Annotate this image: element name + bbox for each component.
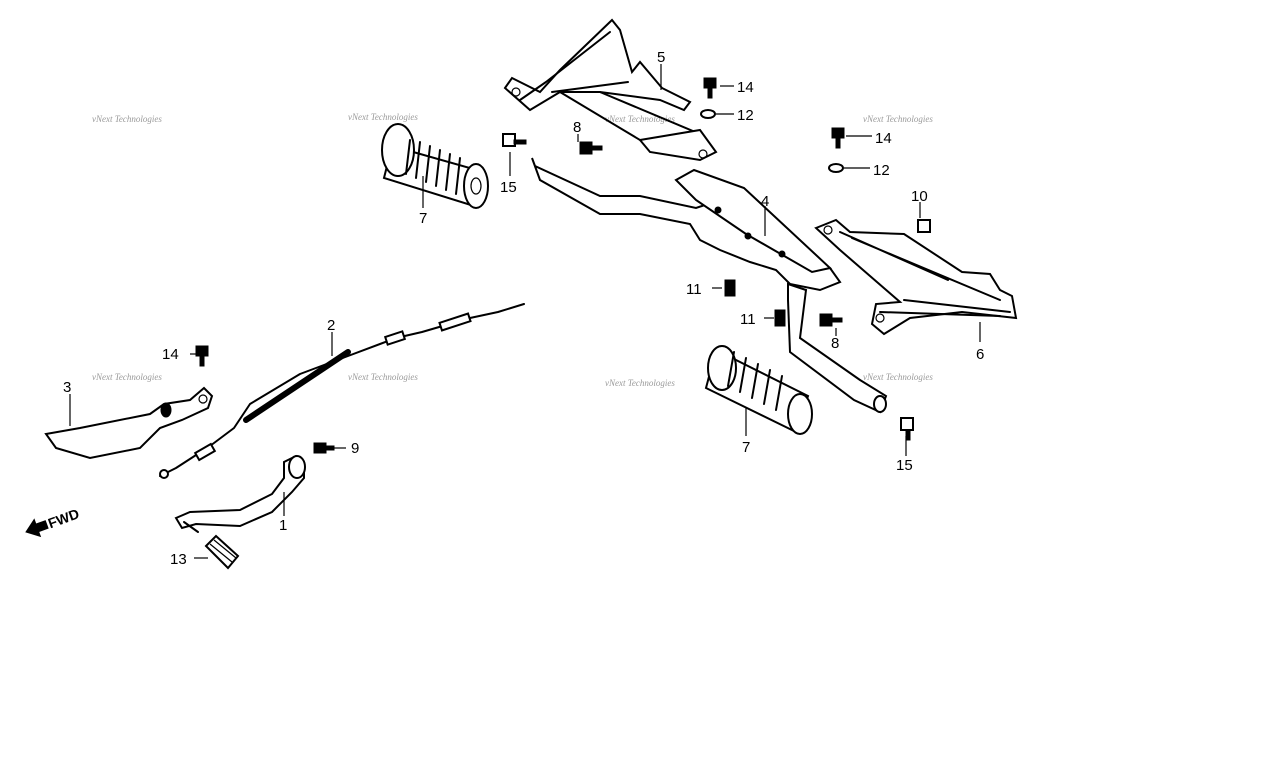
callout-5: 5 bbox=[657, 49, 665, 66]
part-13-rubber bbox=[204, 534, 240, 570]
callout-8: 8 bbox=[831, 335, 839, 352]
watermark-text: vNext Technologies bbox=[605, 114, 675, 124]
nut-10 bbox=[917, 219, 931, 233]
watermark-text: vNext Technologies bbox=[348, 112, 418, 122]
part-2-cable bbox=[159, 303, 525, 479]
bolt-11-lower bbox=[774, 309, 786, 327]
callout-7: 7 bbox=[419, 210, 427, 227]
bolt-14-right bbox=[831, 127, 845, 149]
fwd-label: FWD bbox=[46, 505, 81, 531]
leader-lines bbox=[69, 64, 981, 559]
bolt-9 bbox=[313, 442, 335, 454]
callout-15: 15 bbox=[896, 457, 913, 474]
callout-7: 7 bbox=[742, 439, 750, 456]
part-4-step-bar bbox=[531, 157, 888, 414]
watermark-text: vNext Technologies bbox=[92, 114, 162, 124]
bolt-15-top bbox=[502, 133, 527, 147]
bolt-14-left bbox=[195, 345, 209, 367]
bolt-15-bottom bbox=[900, 417, 914, 441]
callout-12: 12 bbox=[873, 162, 890, 179]
callout-9: 9 bbox=[351, 440, 359, 457]
watermark-text: vNext Technologies bbox=[863, 372, 933, 382]
bolt-8-right bbox=[819, 313, 843, 327]
callout-8: 8 bbox=[573, 119, 581, 136]
callouts: 5 14 12 14 12 10 4 6 7 7 15 8 11 11 8 15… bbox=[63, 49, 984, 568]
part-7-footpeg-rubber-lower bbox=[704, 345, 813, 435]
washer-12-right bbox=[828, 163, 844, 173]
fwd-arrow-icon bbox=[25, 518, 49, 538]
callout-12: 12 bbox=[737, 107, 754, 124]
callout-15: 15 bbox=[500, 179, 517, 196]
part-1-pedal bbox=[174, 454, 306, 533]
callout-14: 14 bbox=[162, 346, 179, 363]
part-3-lever bbox=[44, 386, 214, 460]
callout-2: 2 bbox=[327, 317, 335, 334]
callout-6: 6 bbox=[976, 346, 984, 363]
watermarks: vNext Technologies vNext Technologies vN… bbox=[92, 112, 933, 388]
callout-1: 1 bbox=[279, 517, 287, 534]
callout-13: 13 bbox=[170, 551, 187, 568]
callout-3: 3 bbox=[63, 379, 71, 396]
callout-11: 11 bbox=[686, 281, 702, 298]
callout-4: 4 bbox=[761, 193, 769, 210]
watermark-text: vNext Technologies bbox=[348, 372, 418, 382]
part-7-footpeg-rubber-upper bbox=[381, 123, 489, 209]
watermark-text: vNext Technologies bbox=[863, 114, 933, 124]
bolt-8-top bbox=[579, 141, 603, 155]
callout-10: 10 bbox=[911, 188, 928, 205]
fasteners bbox=[195, 77, 931, 454]
fwd-indicator: FWD bbox=[25, 505, 81, 538]
part-6-bracket bbox=[814, 218, 1018, 336]
callout-14: 14 bbox=[737, 79, 754, 96]
washer-12-top bbox=[700, 109, 716, 119]
callout-11: 11 bbox=[740, 311, 756, 328]
watermark-text: vNext Technologies bbox=[92, 372, 162, 382]
callout-14: 14 bbox=[875, 130, 892, 147]
bolt-14-top bbox=[703, 77, 717, 99]
bolt-11-upper bbox=[724, 279, 736, 297]
part-5-bracket bbox=[503, 18, 718, 162]
watermark-text: vNext Technologies bbox=[605, 378, 675, 388]
